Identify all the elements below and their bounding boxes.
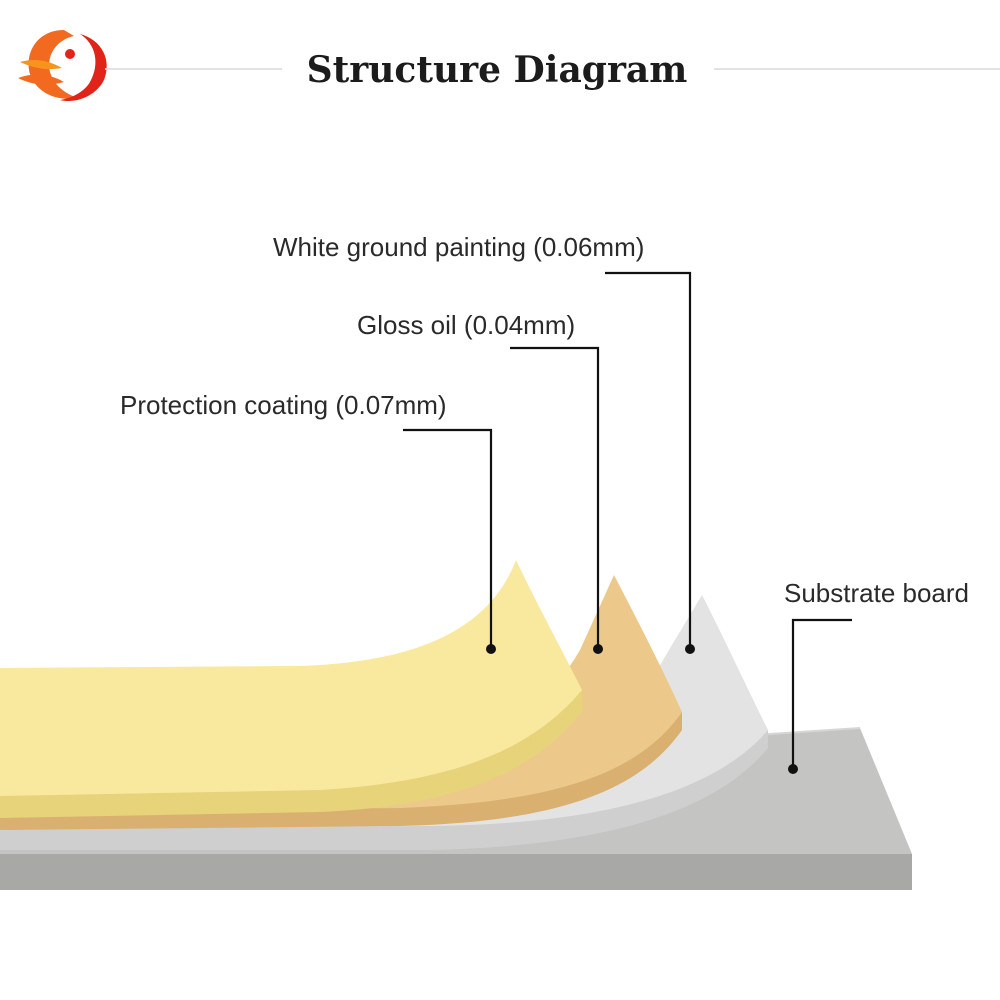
marker-white-ground	[685, 644, 695, 654]
label-substrate-board: Substrate board	[784, 578, 969, 608]
marker-substrate-board	[788, 764, 798, 774]
leader-lines	[403, 271, 852, 774]
leader-white-ground	[605, 271, 692, 649]
leader-substrate-board	[791, 618, 852, 769]
label-gloss-oil: Gloss oil (0.04mm)	[357, 310, 575, 340]
label-white-ground-painting: White ground painting (0.06mm)	[273, 232, 644, 262]
layer-labels: White ground painting (0.06mm) Gloss oil…	[120, 232, 969, 608]
leader-protection-coating	[403, 428, 493, 649]
page-title: Structure Diagram	[307, 49, 688, 91]
phoenix-logo-icon	[18, 30, 107, 102]
leader-gloss-oil	[510, 346, 600, 649]
marker-protection-coating	[486, 644, 496, 654]
protection-coating-layer	[0, 560, 582, 818]
marker-gloss-oil	[593, 644, 603, 654]
label-protection-coating: Protection coating (0.07mm)	[120, 390, 447, 420]
header: Structure Diagram	[18, 30, 1000, 102]
